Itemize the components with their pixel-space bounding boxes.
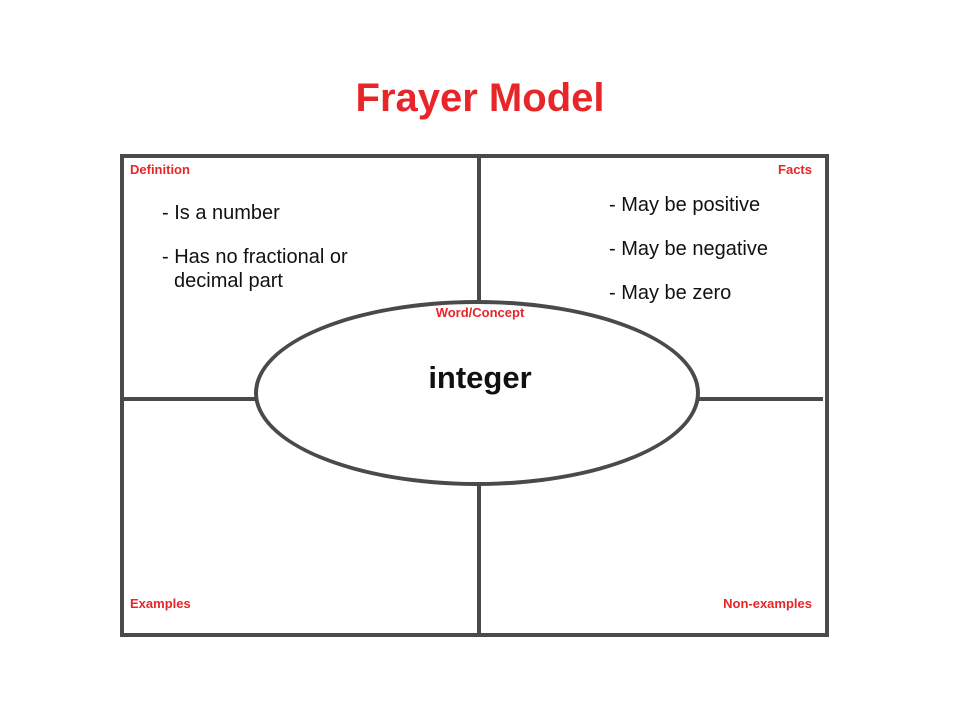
facts-item: - May be zero — [609, 282, 732, 304]
concept-oval — [254, 300, 700, 486]
definition-item-continuation: decimal part — [174, 270, 283, 292]
definition-item-text: - Has no fractional or — [162, 246, 348, 268]
concept-word: integer — [428, 360, 532, 395]
definition-list: - Is a number - Has no fractional or dec… — [162, 201, 348, 293]
word-concept-label: Word/Concept — [435, 305, 525, 320]
definition-item: - Is a number — [162, 202, 280, 224]
examples-label: Examples — [130, 596, 191, 611]
facts-item: - May be positive — [609, 194, 761, 216]
non-examples-label: Non-examples — [723, 596, 812, 611]
facts-label: Facts — [778, 162, 812, 177]
page-title: Frayer Model — [355, 76, 605, 120]
facts-list: - May be positive - May be negative - Ma… — [609, 193, 768, 325]
definition-label: Definition — [130, 162, 190, 177]
frayer-frame — [120, 154, 829, 637]
definition-item: - Has no fractional or decimal part — [162, 245, 348, 293]
facts-item: - May be negative — [609, 238, 768, 260]
